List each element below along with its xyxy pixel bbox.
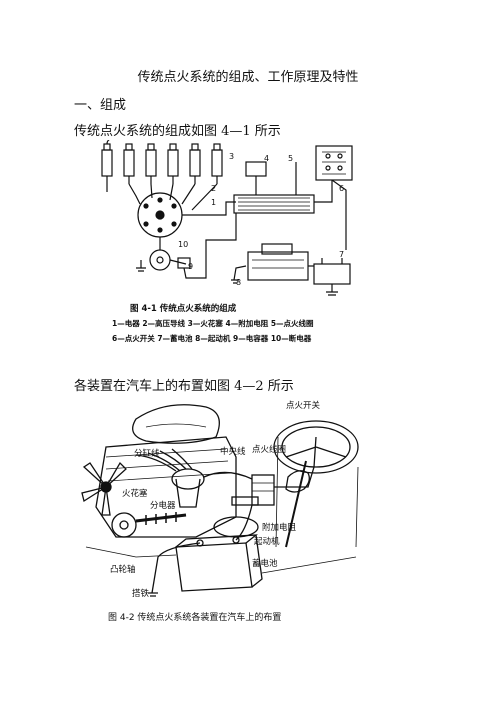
- cooling-fan: [81, 461, 127, 516]
- figure-4-1-legend-line-1: 1—电器 2—高压导线 3—火花塞 4—附加电阻 5—点火线圈: [112, 319, 314, 328]
- battery: [313, 258, 351, 285]
- spark-plug-2: [123, 143, 135, 184]
- figure1-number-6: 6: [339, 184, 345, 193]
- figure-4-1-diagram: 1 2 3 4 5 6 7 8 9 10: [96, 140, 366, 300]
- engine-block: [95, 436, 237, 538]
- document-title: 传统点火系统的组成、工作原理及特性: [137, 70, 359, 85]
- condenser: [177, 257, 191, 269]
- spark-plug-6: [211, 143, 223, 184]
- distributor: [171, 468, 205, 490]
- figure1-number-4: 4: [264, 154, 270, 163]
- battery-2: [175, 534, 263, 592]
- figure1-number-7: 7: [339, 250, 345, 259]
- label-battery: 蓄电池: [252, 559, 278, 569]
- figure1-number-2: 2: [211, 184, 217, 193]
- label-branch-wire: 分缸线: [134, 449, 160, 459]
- steering-wheel: [273, 420, 359, 474]
- paragraph-figure2-intro: 各装置在汽车上的布置如图 4—2 所示: [74, 379, 294, 394]
- starter-motor: [247, 243, 309, 281]
- engine-bay-drawing: [81, 404, 359, 597]
- ignition-switch: [315, 145, 353, 181]
- figure1-number-3: 3: [229, 152, 235, 161]
- ignition-coil: [233, 161, 315, 214]
- label-extra-resistor: 附加电阻: [262, 523, 297, 533]
- figure-4-1-legend-line-2: 6—点火开关 7—蓄电池 8—起动机 9—电容器 10—断电器: [112, 334, 312, 343]
- label-ground: 搭铁: [132, 589, 150, 599]
- spark-plug-3: [145, 143, 157, 184]
- figure-4-2-caption: 图 4-2 传统点火系统各装置在汽车上的布置: [108, 613, 282, 623]
- label-ignition-switch: 点火开关: [286, 401, 321, 411]
- ignition-system-schematic: [101, 140, 353, 296]
- crank-pulley: [111, 512, 137, 538]
- spark-plug-5: [189, 143, 201, 184]
- label-ignition-coil: 点火线圈: [252, 445, 287, 455]
- figure1-number-1: 1: [211, 198, 217, 207]
- air-cleaner: [132, 404, 220, 444]
- spark-plug-4: [167, 143, 179, 184]
- figure1-number-8: 8: [236, 278, 242, 287]
- label-spark-plug: 火花塞: [122, 489, 148, 499]
- section-heading: 一、组成: [74, 98, 127, 113]
- label-distributor: 分电器: [150, 501, 176, 511]
- figure-4-1-caption: 图 4-1 传统点火系统的组成: [130, 304, 237, 314]
- label-starter: 起动机: [254, 537, 280, 547]
- label-central-wire: 中央线: [220, 447, 246, 457]
- extra-resistor: [231, 496, 259, 506]
- figure1-number-10: 10: [178, 240, 189, 249]
- label-camshaft: 凸轮轴: [110, 565, 136, 575]
- spark-plug-1: [101, 143, 113, 184]
- hand: [285, 470, 310, 493]
- paragraph-figure1-intro: 传统点火系统的组成如图 4—1 所示: [74, 124, 281, 139]
- breaker: [149, 249, 171, 271]
- ignition-coil-2: [251, 474, 275, 506]
- starter: [213, 516, 259, 538]
- figure1-number-5: 5: [288, 154, 294, 163]
- figure1-number-9: 9: [188, 262, 194, 271]
- figure-4-2-illustration: 点火开关 中央线 点火线圈 分缸线 火花塞 分电器 附加电阻 起动机 蓄电池 凸…: [76, 397, 372, 607]
